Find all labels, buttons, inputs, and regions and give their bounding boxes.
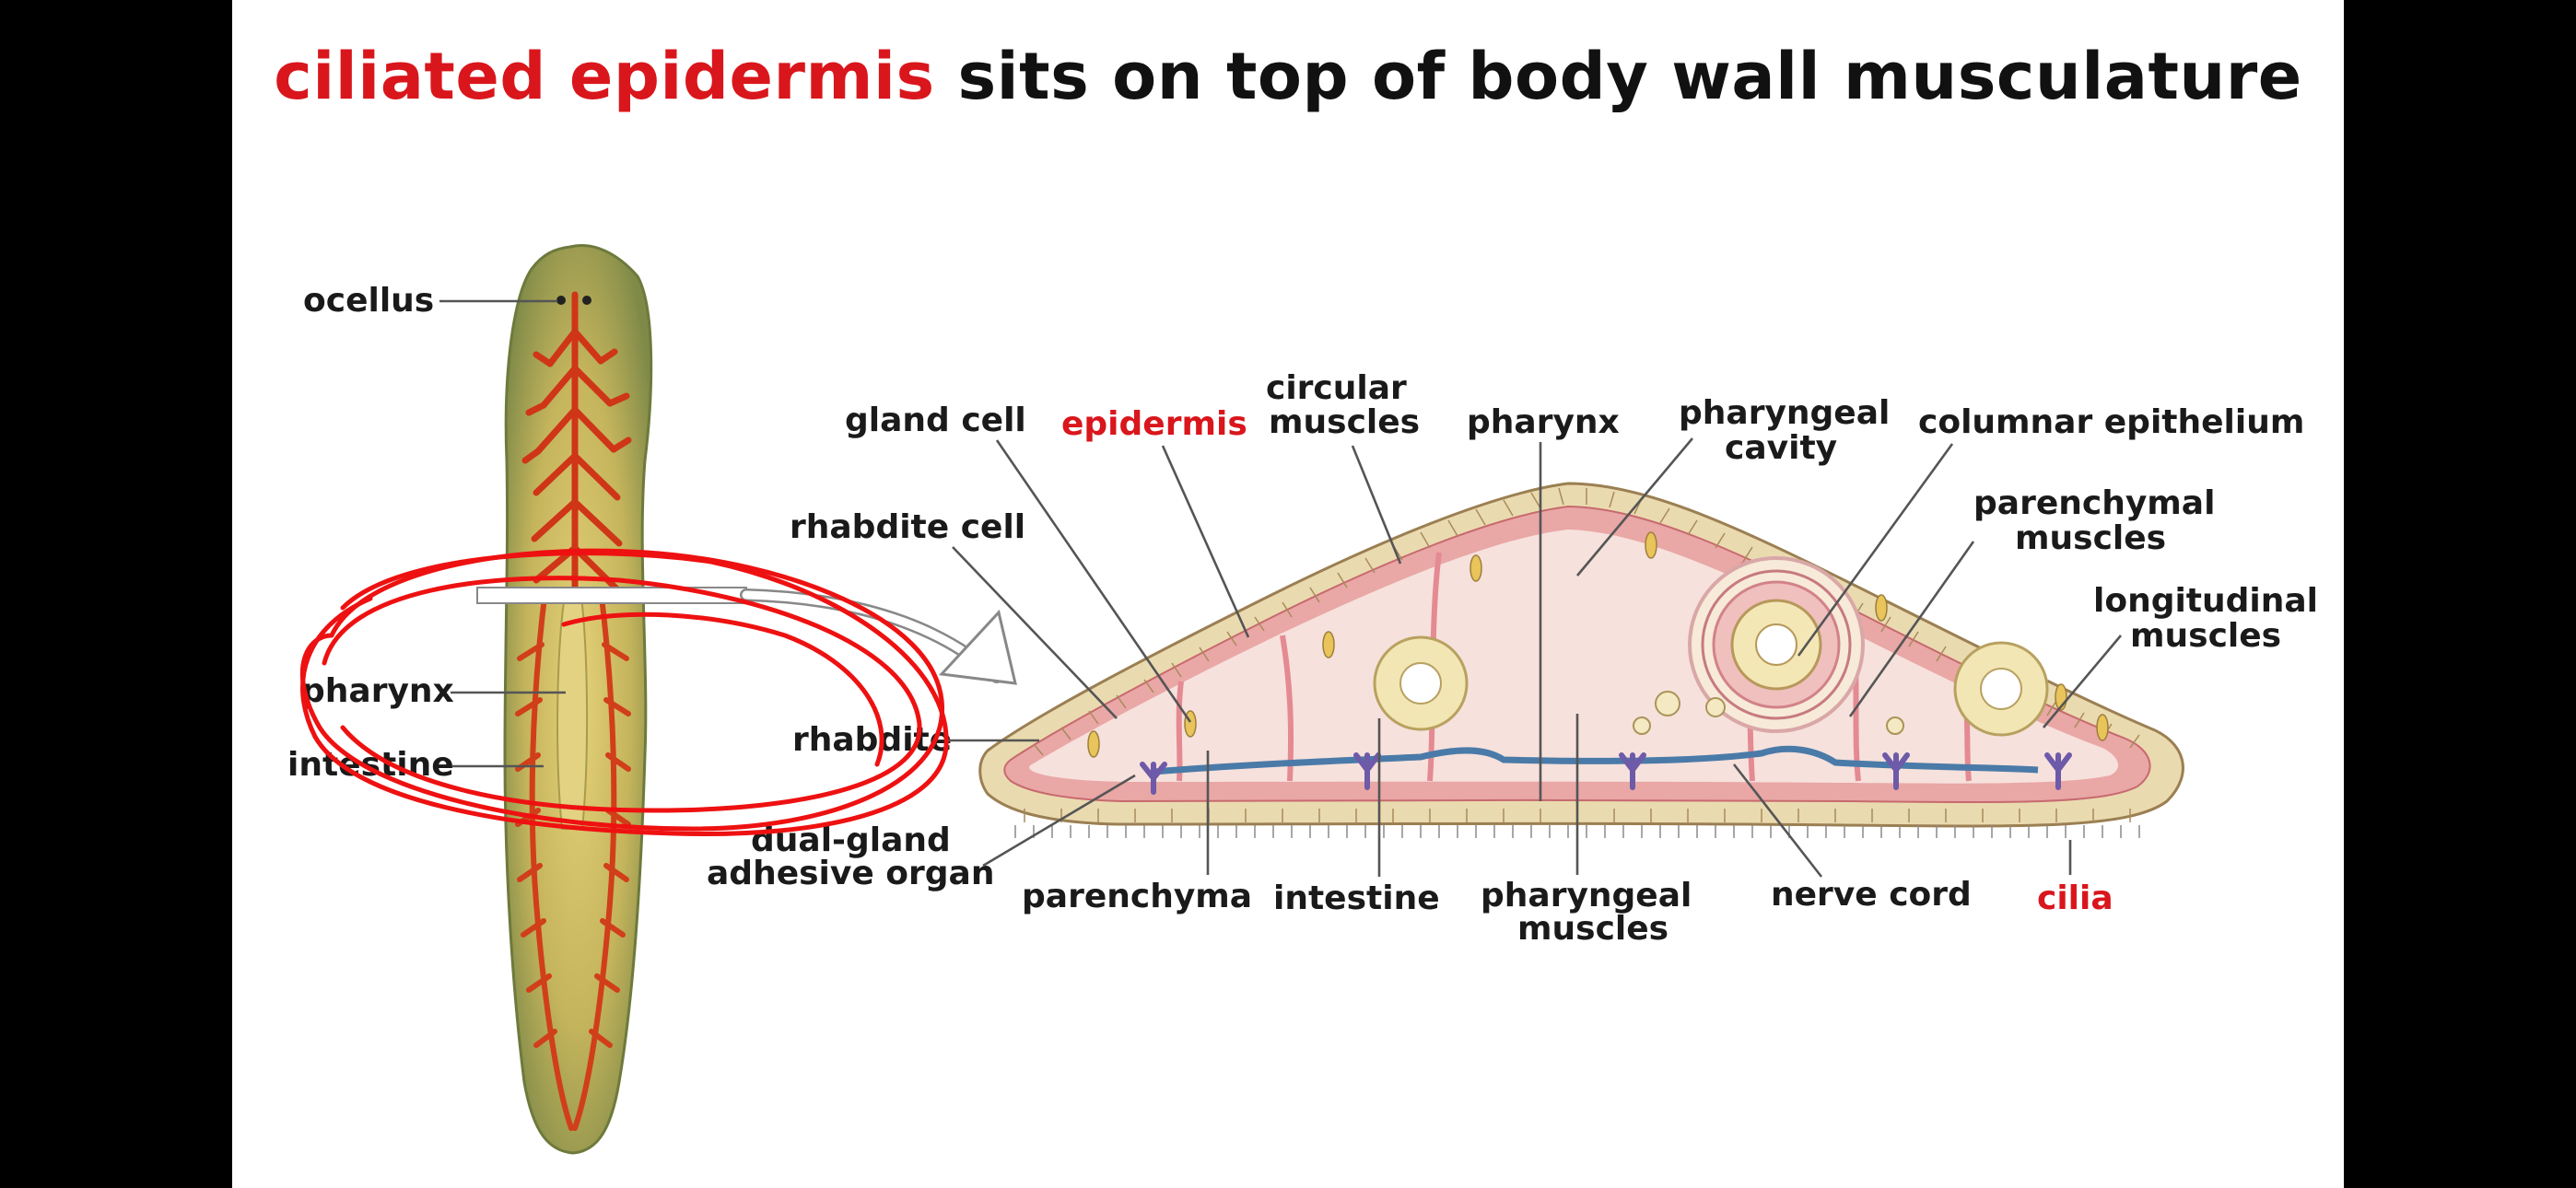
label-pharynx-section: pharynx [1467,403,1620,441]
label-epidermis: epidermis [1061,405,1247,443]
label-dual-gland-2: adhesive organ [707,855,994,892]
leader-rhabdite-cell [952,546,1118,719]
slide-title: ciliated epidermis sits on top of body w… [232,39,2344,114]
parenchyma-region [1029,530,2119,784]
label-columnar-epithelium: columnar epithelium [1918,403,2304,441]
planarian-diagram: ocellus pharynx intestine [287,244,2318,1155]
label-nerve-cord: nerve cord [1771,876,1972,914]
leader-pharyngeal-cavity [1576,437,1693,577]
leader-longitudinal-muscles [2043,635,2122,728]
section-arrow-head [938,609,1017,685]
intestine-anterior [521,291,632,593]
cross-section [978,482,2184,838]
title-highlight: ciliated epidermis [274,39,935,114]
label-parenchyma: parenchyma [1022,878,1252,915]
label-cilia: cilia [2037,879,2113,917]
intestine-branch-1 [1373,635,1469,731]
leader-columnar-epithelium [1797,443,1954,657]
leader-nerve-cord [1732,763,1823,878]
label-circular-muscles-1: circular [1266,369,1407,407]
label-pharyngeal-cavity-2: cavity [1725,429,1837,467]
slide: ciliated epidermis sits on top of body w… [232,0,2344,1188]
label-parenchymal-muscles-1: parenchymal [1973,484,2215,522]
cilia-fringe [1014,825,2140,838]
label-intestine-section: intestine [1273,879,1440,917]
leader-circular-muscles [1351,445,1402,565]
label-pharynx-left: pharynx [301,672,454,710]
gland-cells [1087,531,2109,758]
leader-dual-gland [982,774,1136,868]
leader-epidermis [1161,445,1250,638]
ocellus-right [582,296,591,305]
vesicle-4 [1886,716,1904,735]
nerve-cord-band [1153,745,2039,775]
label-longitudinal-muscles-1: longitudinal [2093,582,2318,620]
intestine-branch-2 [1953,641,2049,737]
section-cut-marker [476,587,747,604]
vesicle-1 [1655,691,1680,716]
label-pharyngeal-cavity-1: pharyngeal [1679,394,1890,432]
label-dual-gland-1: dual-gland [751,821,951,859]
section-labels: gland cell epidermis circular muscles ph… [707,369,2318,948]
label-rhabdite-cell: rhabdite cell [790,508,1025,546]
leader-parenchymal-muscles [1848,541,1975,717]
leader-gland-cell [995,439,1192,723]
label-pharyngeal-muscles-1: pharyngeal [1481,877,1692,914]
planarian-body [476,244,747,1155]
label-pharyngeal-muscles-2: muscles [1517,910,1669,948]
label-gland-cell: gland cell [845,402,1026,439]
title-rest: sits on top of body wall musculature [934,39,2302,114]
hand-drawn-circle-annotation [299,548,949,836]
label-ocellus: ocellus [303,282,434,320]
vesicle-2 [1633,716,1651,735]
label-longitudinal-muscles-2: muscles [2130,617,2281,655]
label-circular-muscles-2: muscles [1269,403,1420,441]
vesicle-3 [1705,697,1726,717]
label-parenchymal-muscles-2: muscles [2015,519,2166,557]
adhesive-organs [1140,752,2072,795]
pharynx-section [1688,556,1865,733]
ocellus-left [556,296,566,305]
